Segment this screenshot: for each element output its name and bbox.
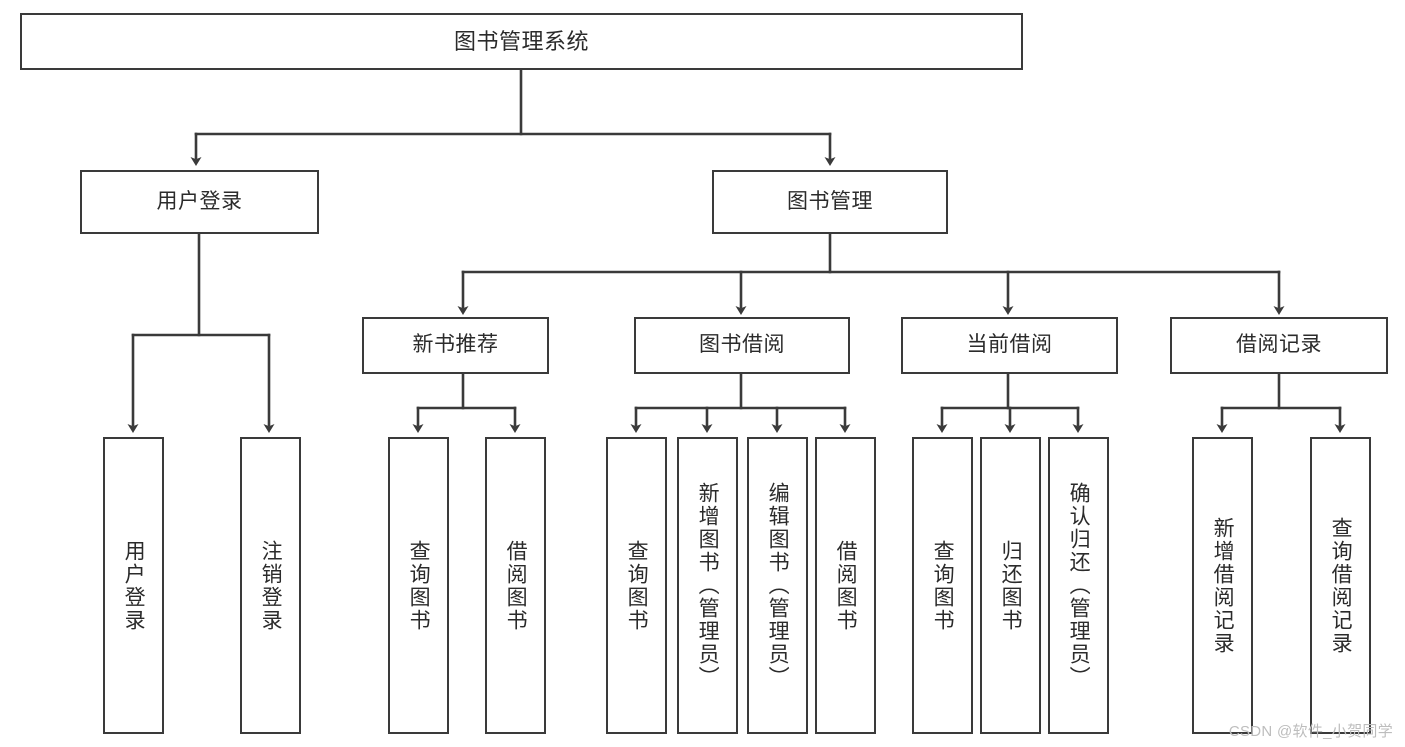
node-root-label: 图书管理系统 (453, 28, 589, 54)
node-new-book-recommend-label: 新书推荐 (412, 333, 499, 357)
node-leaf-borrow-book-2-label: 借阅图书 (834, 539, 858, 632)
node-book-manage-label: 图书管理 (787, 189, 873, 213)
node-leaf-confirm-return-label: 确认归还（管理员） (1067, 482, 1091, 689)
node-borrow-record[interactable]: 借阅记录 (1170, 317, 1388, 374)
watermark-text: CSDN @软件_小贺同学 (1228, 723, 1393, 740)
node-book-borrow[interactable]: 图书借阅 (634, 317, 850, 374)
node-current-borrow[interactable]: 当前借阅 (901, 317, 1118, 374)
node-leaf-edit-book-label: 编辑图书（管理员） (766, 482, 790, 689)
node-book-manage[interactable]: 图书管理 (712, 170, 948, 234)
node-leaf-query-book-1[interactable]: 查询图书 (388, 437, 449, 734)
node-leaf-user-login-label: 用户登录 (122, 539, 146, 632)
node-leaf-query-record[interactable]: 查询借阅记录 (1310, 437, 1371, 734)
node-leaf-edit-book[interactable]: 编辑图书（管理员） (747, 437, 808, 734)
node-leaf-borrow-book-1[interactable]: 借阅图书 (485, 437, 546, 734)
node-root[interactable]: 图书管理系统 (20, 13, 1023, 70)
node-leaf-user-logout-label: 注销登录 (259, 539, 283, 632)
node-leaf-query-book-2[interactable]: 查询图书 (606, 437, 667, 734)
node-book-borrow-label: 图书借阅 (699, 333, 785, 357)
node-leaf-query-book-3-label: 查询图书 (931, 539, 955, 632)
node-user-login-label: 用户登录 (156, 189, 243, 213)
node-leaf-add-book-label: 新增图书（管理员） (696, 482, 720, 689)
node-leaf-user-login[interactable]: 用户登录 (103, 437, 164, 734)
node-leaf-query-record-label: 查询借阅记录 (1329, 516, 1353, 655)
node-user-login[interactable]: 用户登录 (80, 170, 319, 234)
node-leaf-query-book-3[interactable]: 查询图书 (912, 437, 973, 734)
node-new-book-recommend[interactable]: 新书推荐 (362, 317, 549, 374)
node-leaf-query-book-2-label: 查询图书 (625, 539, 649, 632)
node-current-borrow-label: 当前借阅 (966, 333, 1053, 357)
node-leaf-add-record[interactable]: 新增借阅记录 (1192, 437, 1253, 734)
node-borrow-record-label: 借阅记录 (1236, 333, 1322, 357)
node-leaf-borrow-book-1-label: 借阅图书 (504, 539, 528, 632)
node-leaf-add-book[interactable]: 新增图书（管理员） (677, 437, 738, 734)
node-leaf-add-record-label: 新增借阅记录 (1211, 516, 1235, 655)
node-leaf-confirm-return[interactable]: 确认归还（管理员） (1048, 437, 1109, 734)
node-leaf-return-book-label: 归还图书 (999, 539, 1023, 632)
node-leaf-return-book[interactable]: 归还图书 (980, 437, 1041, 734)
node-leaf-user-logout[interactable]: 注销登录 (240, 437, 301, 734)
node-leaf-borrow-book-2[interactable]: 借阅图书 (815, 437, 876, 734)
node-leaf-query-book-1-label: 查询图书 (407, 539, 431, 632)
